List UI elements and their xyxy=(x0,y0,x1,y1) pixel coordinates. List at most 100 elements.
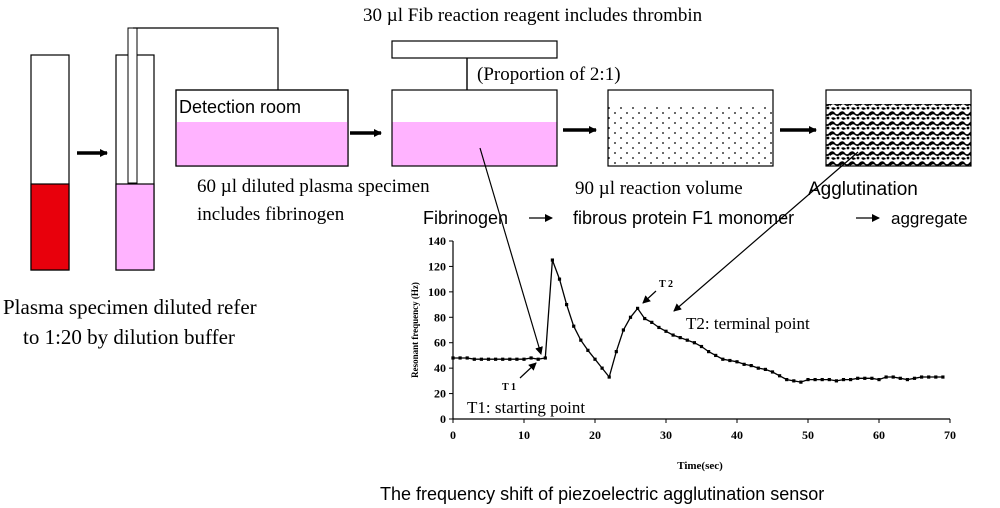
data-point xyxy=(849,377,853,382)
x-tick-label: 50 xyxy=(802,428,814,442)
data-point xyxy=(586,348,590,352)
data-point xyxy=(728,358,732,363)
data-point xyxy=(927,375,931,379)
x-tick-label: 10 xyxy=(518,428,530,442)
start-link-arrow xyxy=(479,147,543,355)
y-tick-label: 20 xyxy=(434,387,446,401)
y-tick-label: 120 xyxy=(428,259,446,273)
detection-room-label: Detection room xyxy=(179,97,301,117)
data-point xyxy=(536,357,540,361)
data-point xyxy=(785,377,789,382)
reagent-bar xyxy=(391,40,558,59)
data-point xyxy=(920,375,924,379)
chart-axes xyxy=(452,241,950,420)
data-point xyxy=(834,379,838,383)
y-tick-labels: 0 20 40 60 80 100 120 140 xyxy=(428,234,453,426)
data-point xyxy=(707,350,711,354)
x-tick-label: 20 xyxy=(589,428,601,442)
end-link-arrow xyxy=(673,151,859,312)
x-tick-label: 30 xyxy=(660,428,672,442)
data-point xyxy=(501,357,505,361)
data-point xyxy=(735,360,739,364)
data-point xyxy=(941,375,945,379)
data-point xyxy=(550,258,554,262)
data-point xyxy=(749,364,753,368)
data-point xyxy=(820,377,824,382)
diluted-plasma-label-1: 60 µl diluted plasma specimen xyxy=(197,176,430,197)
data-point xyxy=(557,277,562,281)
data-point xyxy=(856,376,860,380)
data-point xyxy=(628,315,633,319)
data-point xyxy=(678,336,682,340)
diluted-plasma-label-2: includes fibrinogen xyxy=(197,204,345,225)
data-point xyxy=(934,375,938,379)
reagent-label: 30 µl Fib reaction reagent includes thro… xyxy=(363,5,703,26)
data-point xyxy=(657,325,661,330)
data-point xyxy=(898,376,902,380)
data-point xyxy=(671,333,675,337)
data-point xyxy=(643,316,647,321)
data-point xyxy=(870,376,874,380)
data-point xyxy=(515,357,519,361)
data-point xyxy=(607,375,611,379)
data-point xyxy=(479,357,483,361)
data-point xyxy=(905,377,909,382)
reaction-volume-label: 90 µl reaction volume xyxy=(575,178,743,199)
y-tick-label: 0 xyxy=(440,412,446,426)
data-point xyxy=(742,362,746,366)
x-tick-label: 40 xyxy=(731,428,743,442)
t1-marker-arrow xyxy=(519,362,537,379)
mixing-box xyxy=(391,89,558,167)
agglutination-label: Agglutination xyxy=(808,179,918,200)
data-point xyxy=(572,324,576,328)
series-points xyxy=(451,258,945,384)
pathway-aggregate: aggregate xyxy=(891,209,968,228)
data-point xyxy=(799,380,803,384)
x-axis-label: Time(sec) xyxy=(677,460,723,472)
data-point xyxy=(508,357,512,361)
t1-marker-label: T 1 xyxy=(502,382,516,393)
data-point xyxy=(692,341,696,345)
data-point xyxy=(827,377,831,382)
blood-fill xyxy=(30,183,70,271)
data-point xyxy=(891,375,895,379)
data-point xyxy=(763,367,767,372)
diluted-tube xyxy=(115,27,155,271)
t2-marker-arrow xyxy=(642,290,657,304)
y-tick-label: 40 xyxy=(434,361,446,375)
data-point xyxy=(721,357,725,361)
data-point xyxy=(600,366,604,370)
data-point xyxy=(884,375,888,379)
detection-room-box: Detection room xyxy=(175,89,349,167)
data-point xyxy=(778,374,782,378)
data-point xyxy=(636,306,640,310)
pathway-fibrinogen: Fibrinogen xyxy=(423,208,508,228)
data-point xyxy=(494,357,498,361)
data-point xyxy=(714,353,718,358)
data-point xyxy=(621,328,625,332)
data-point xyxy=(699,344,704,349)
data-point xyxy=(806,377,810,382)
t2-description: T2: terminal point xyxy=(686,314,810,333)
data-point xyxy=(863,376,867,380)
y-tick-label: 80 xyxy=(434,310,446,324)
data-point xyxy=(912,376,917,380)
data-point xyxy=(650,320,654,324)
data-point xyxy=(841,377,846,382)
y-tick-label: 140 xyxy=(428,234,446,248)
proportion-label: (Proportion of 2:1) xyxy=(477,64,621,85)
x-tick-label: 0 xyxy=(450,428,456,442)
data-point xyxy=(529,356,533,360)
pathway-monomer: fibrous protein F1 monomer xyxy=(573,208,794,228)
y-tick-label: 100 xyxy=(428,285,446,299)
y-tick-label: 60 xyxy=(434,336,446,350)
data-point xyxy=(593,357,597,361)
x-tick-label: 60 xyxy=(873,428,885,442)
data-point xyxy=(472,357,476,361)
t2-marker-label: T 2 xyxy=(659,279,673,290)
diluted-fill xyxy=(115,183,155,271)
data-point xyxy=(877,377,881,382)
data-point xyxy=(770,370,775,374)
